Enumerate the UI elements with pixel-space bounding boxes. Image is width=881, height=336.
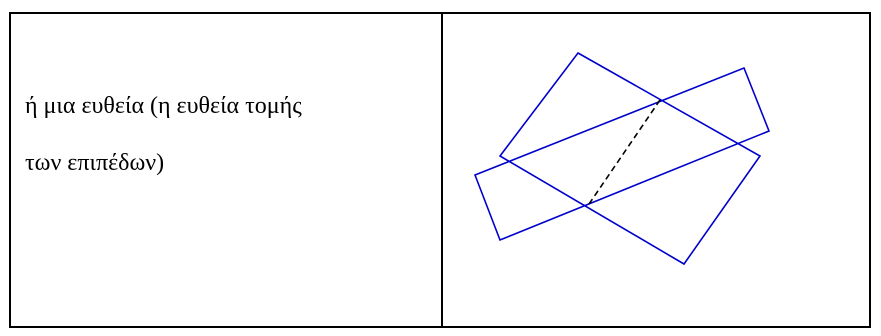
intersecting-planes-figure: [473, 51, 771, 266]
text-line-1: ή μια ευθεία (η ευθεία τομής: [25, 93, 302, 119]
table: ή μια ευθεία (η ευθεία τομής των επιπέδω…: [9, 12, 871, 328]
figure-cell: [443, 14, 869, 326]
cell-divider: [441, 14, 443, 326]
intersection-line: [586, 99, 661, 208]
text-cell: ή μια ευθεία (η ευθεία τομής των επιπέδω…: [11, 14, 441, 326]
plane-a: [498, 51, 762, 266]
text-line-2: των επιπέδων): [25, 150, 165, 176]
plane-b: [473, 66, 771, 242]
